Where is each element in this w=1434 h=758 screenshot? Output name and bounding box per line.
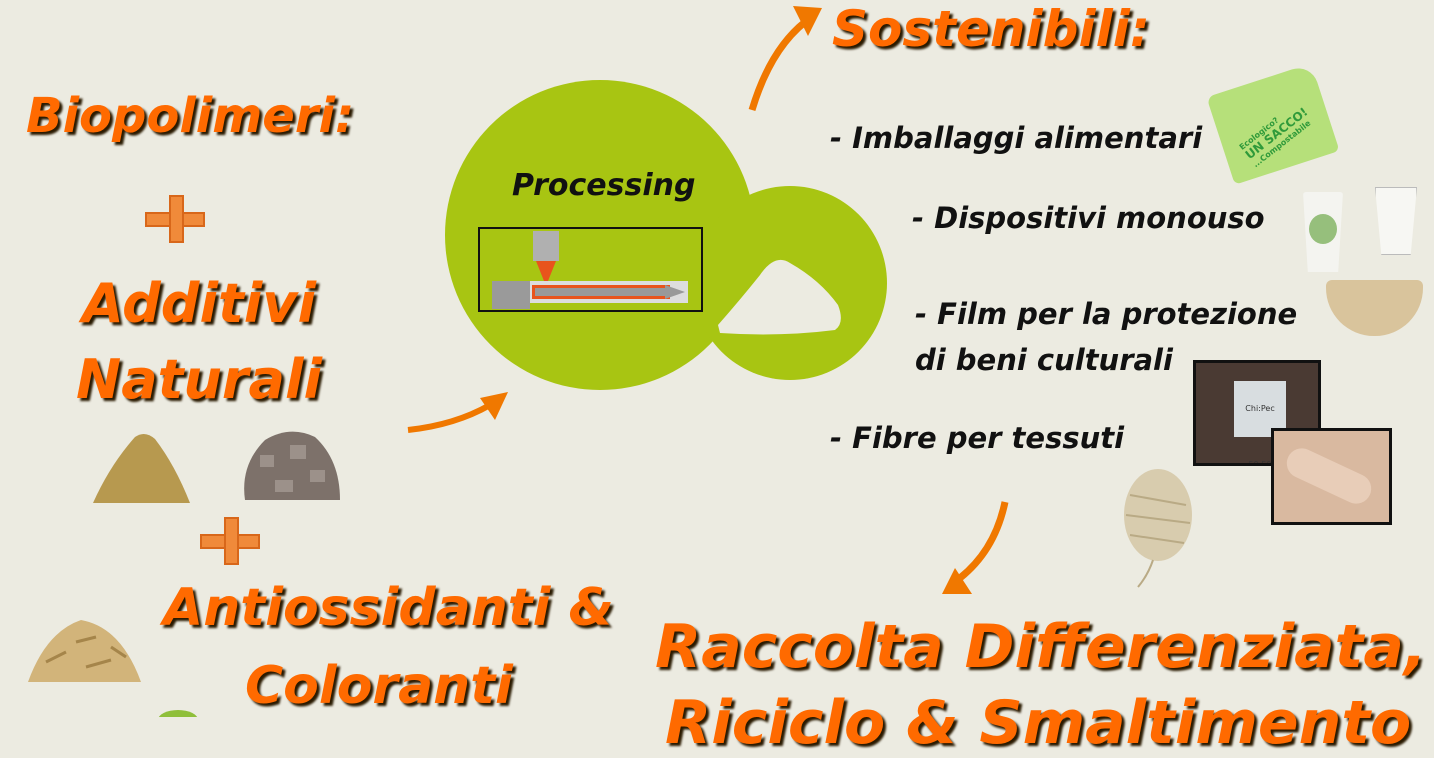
plus-icon bbox=[200, 517, 260, 565]
plus-icon bbox=[145, 195, 205, 243]
sustainable-title: Sostenibili: bbox=[832, 0, 1150, 58]
natural-additives-images bbox=[93, 431, 340, 503]
list-item: - Fibre per tessuti bbox=[830, 421, 1125, 455]
sand-pile-image bbox=[93, 433, 190, 503]
apple-image bbox=[158, 710, 198, 717]
list-item: - Dispositivi monouso bbox=[912, 201, 1265, 235]
list-item: di beni culturali bbox=[915, 343, 1173, 377]
arrow-to-sustainable-icon bbox=[748, 6, 822, 112]
yarn-spool-image bbox=[1124, 469, 1192, 588]
flow-arrows bbox=[407, 6, 1009, 594]
extruder-image bbox=[478, 227, 703, 312]
stone-pile-image bbox=[244, 431, 340, 500]
processing-diagram bbox=[445, 80, 887, 390]
paper-cup-image bbox=[1303, 192, 1343, 272]
antioxidants-label-line1: Antiossidanti & bbox=[163, 578, 614, 638]
film-photo: Chi:Pec 50:50 bbox=[1193, 360, 1321, 466]
biopolymers-label: Biopolimeri: bbox=[26, 88, 355, 144]
collection-label-line1: Raccolta Differenziata, bbox=[655, 612, 1427, 682]
antioxidants-label-line2: Coloranti bbox=[245, 656, 513, 716]
additives-label-line2: Naturali bbox=[76, 348, 322, 411]
additives-label-line1: Additivi bbox=[82, 272, 316, 335]
powder-pile-image bbox=[718, 259, 841, 335]
list-item: - Imballaggi alimentari bbox=[830, 121, 1203, 155]
plastic-cup-image bbox=[1375, 187, 1417, 255]
arrow-to-collection-icon bbox=[942, 501, 1009, 594]
collection-label-line2: Riciclo & Smaltimento bbox=[665, 688, 1412, 758]
film-hands-photo bbox=[1271, 428, 1392, 525]
arrow-to-processing-icon bbox=[407, 392, 508, 433]
list-item: - Film per la protezione bbox=[915, 297, 1298, 331]
processing-label: Processing bbox=[512, 168, 696, 203]
grain-pile-image bbox=[28, 620, 141, 682]
film-label: Chi:Pec 50:50 bbox=[1234, 381, 1286, 463]
